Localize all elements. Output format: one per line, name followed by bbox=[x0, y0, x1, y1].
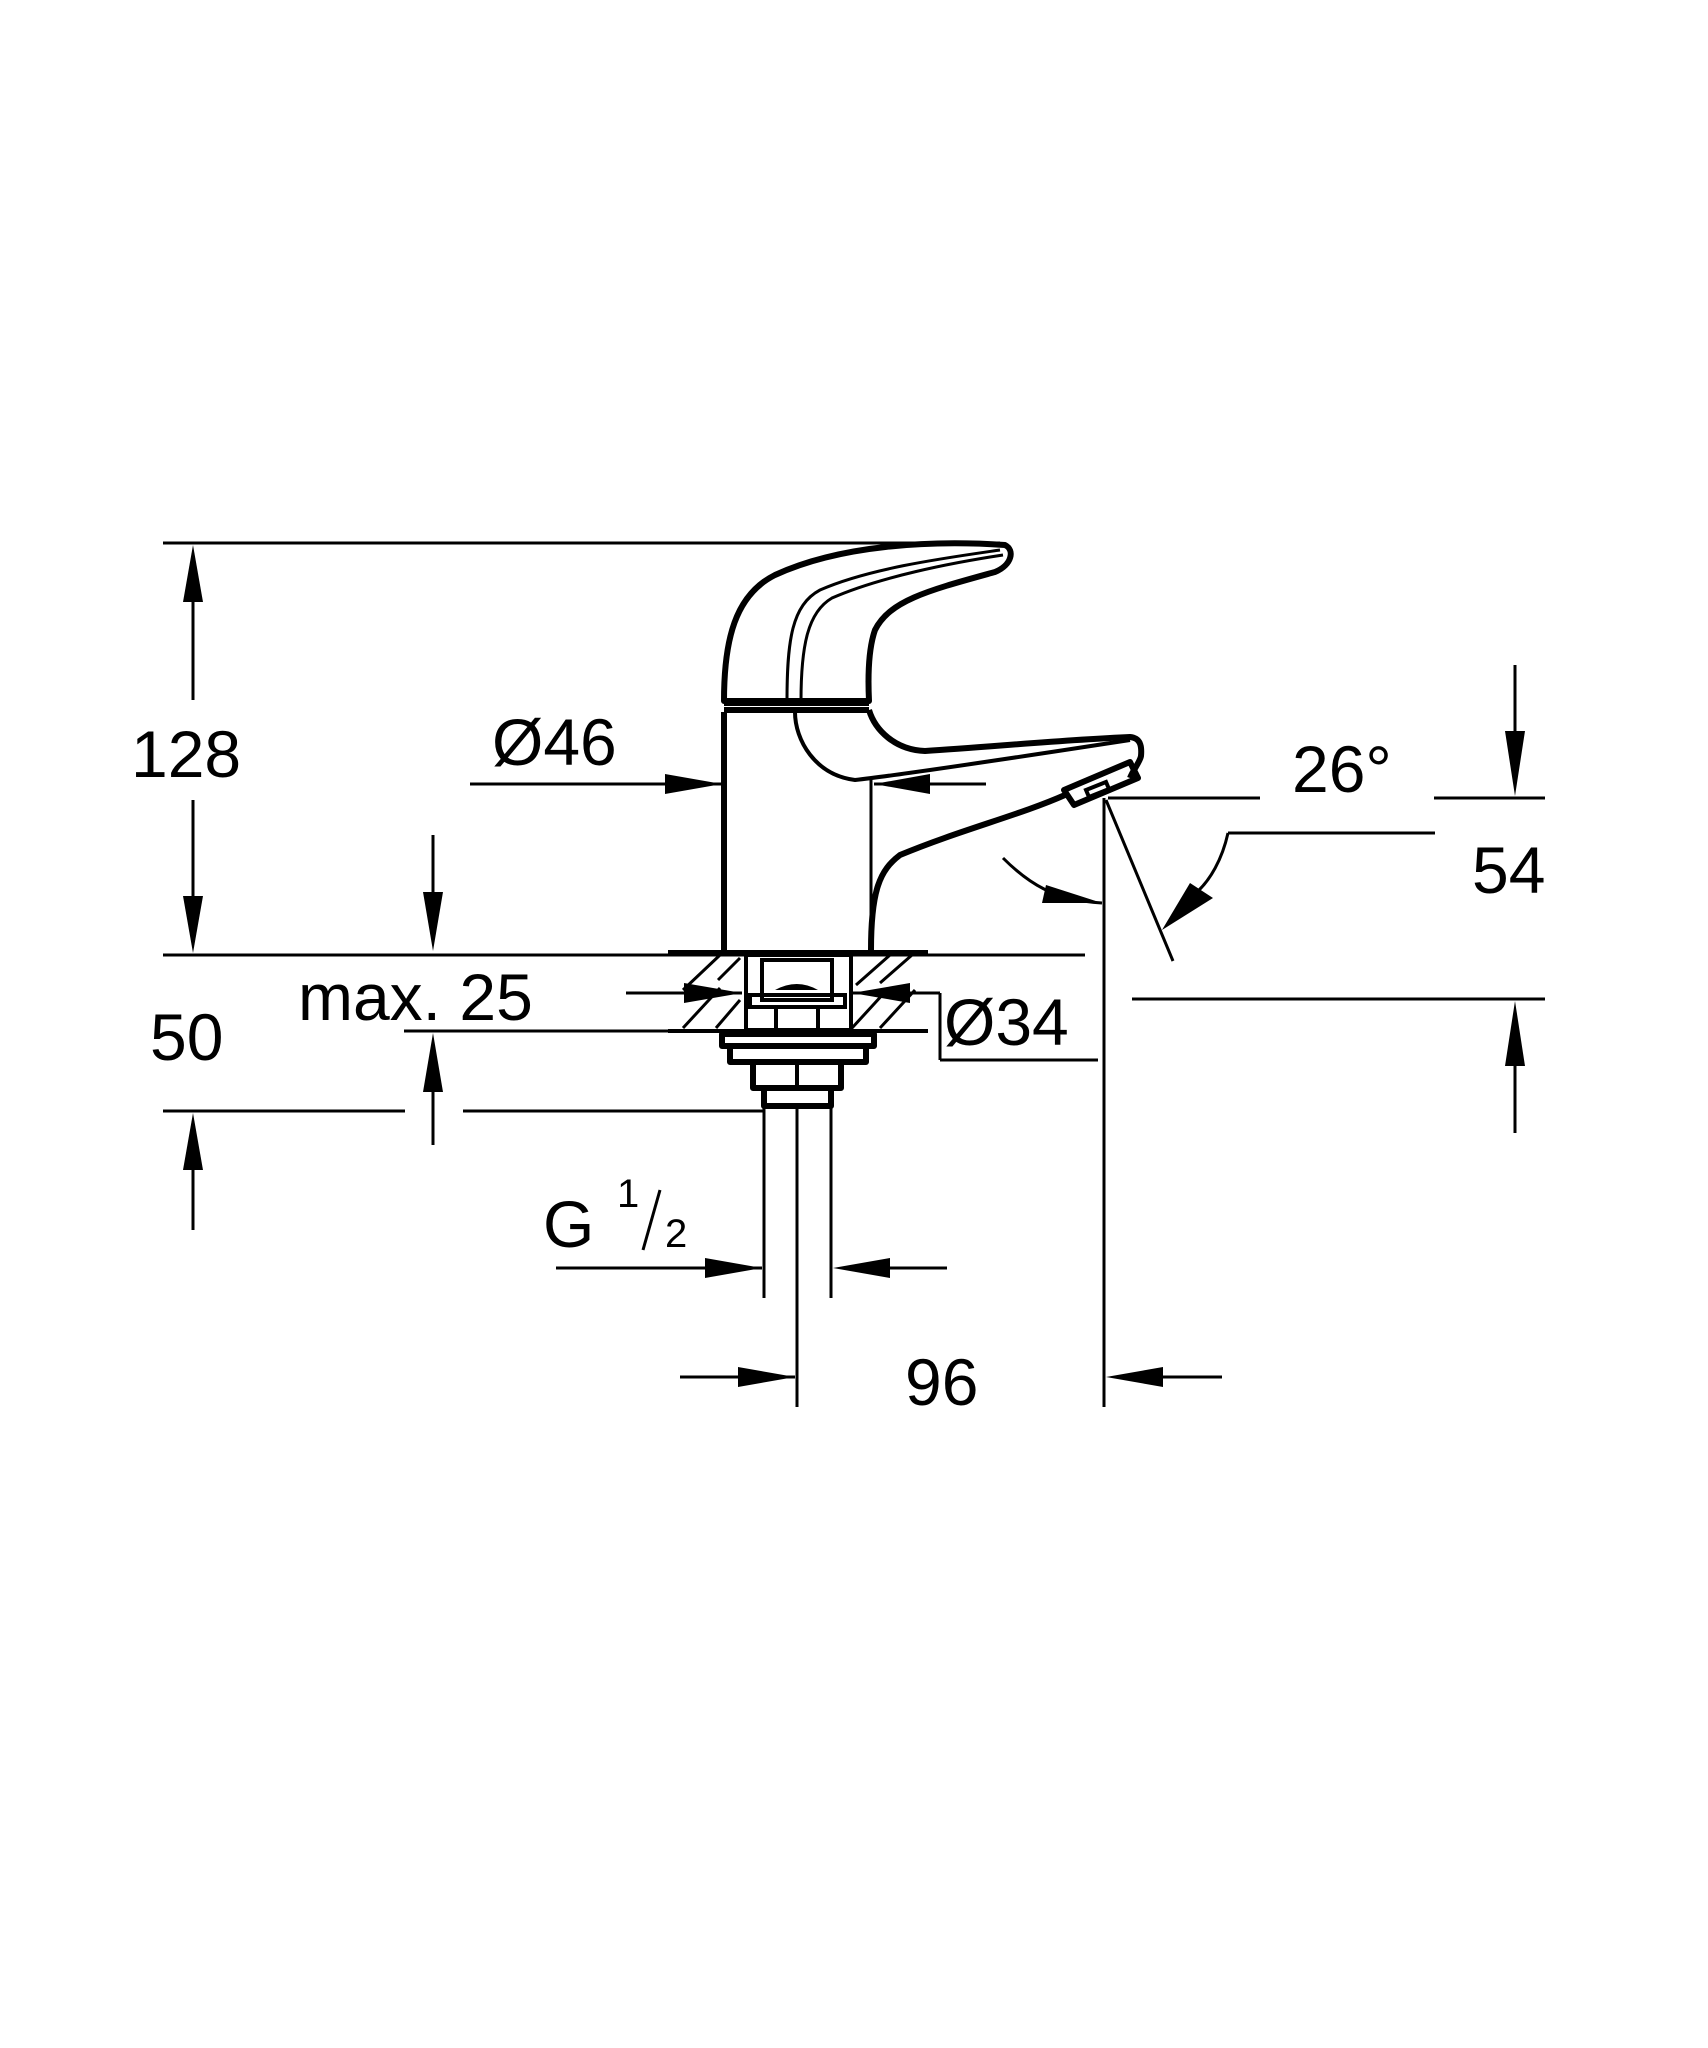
dimension-diameter-34 bbox=[626, 983, 1098, 1062]
dimension-angle-26 bbox=[1001, 796, 1545, 962]
label-thread-g: G bbox=[543, 1187, 594, 1261]
label-50: 50 bbox=[150, 1000, 223, 1074]
label-thread-numerator: 1 bbox=[617, 1172, 639, 1216]
dimension-diameter-46 bbox=[470, 774, 986, 794]
label-diameter-34: Ø34 bbox=[944, 985, 1069, 1059]
dimension-thread bbox=[556, 1258, 947, 1278]
dimension-128 bbox=[163, 541, 1085, 957]
mounting-assembly bbox=[668, 950, 928, 1407]
label-thread-denominator: 2 bbox=[665, 1212, 687, 1256]
label-diameter-46: Ø46 bbox=[492, 705, 617, 779]
label-128: 128 bbox=[131, 717, 241, 791]
label-max-25: max. 25 bbox=[298, 960, 533, 1034]
label-96: 96 bbox=[905, 1345, 978, 1419]
label-angle-26: 26° bbox=[1292, 732, 1392, 806]
label-54: 54 bbox=[1472, 833, 1545, 907]
dimension-50 bbox=[163, 1109, 764, 1230]
faucet-body bbox=[721, 540, 1145, 951]
dimension-54 bbox=[1132, 665, 1545, 1133]
dimension-96 bbox=[680, 798, 1222, 1407]
dimension-max-25 bbox=[404, 835, 668, 1145]
thread-fraction-slash bbox=[641, 1189, 662, 1251]
